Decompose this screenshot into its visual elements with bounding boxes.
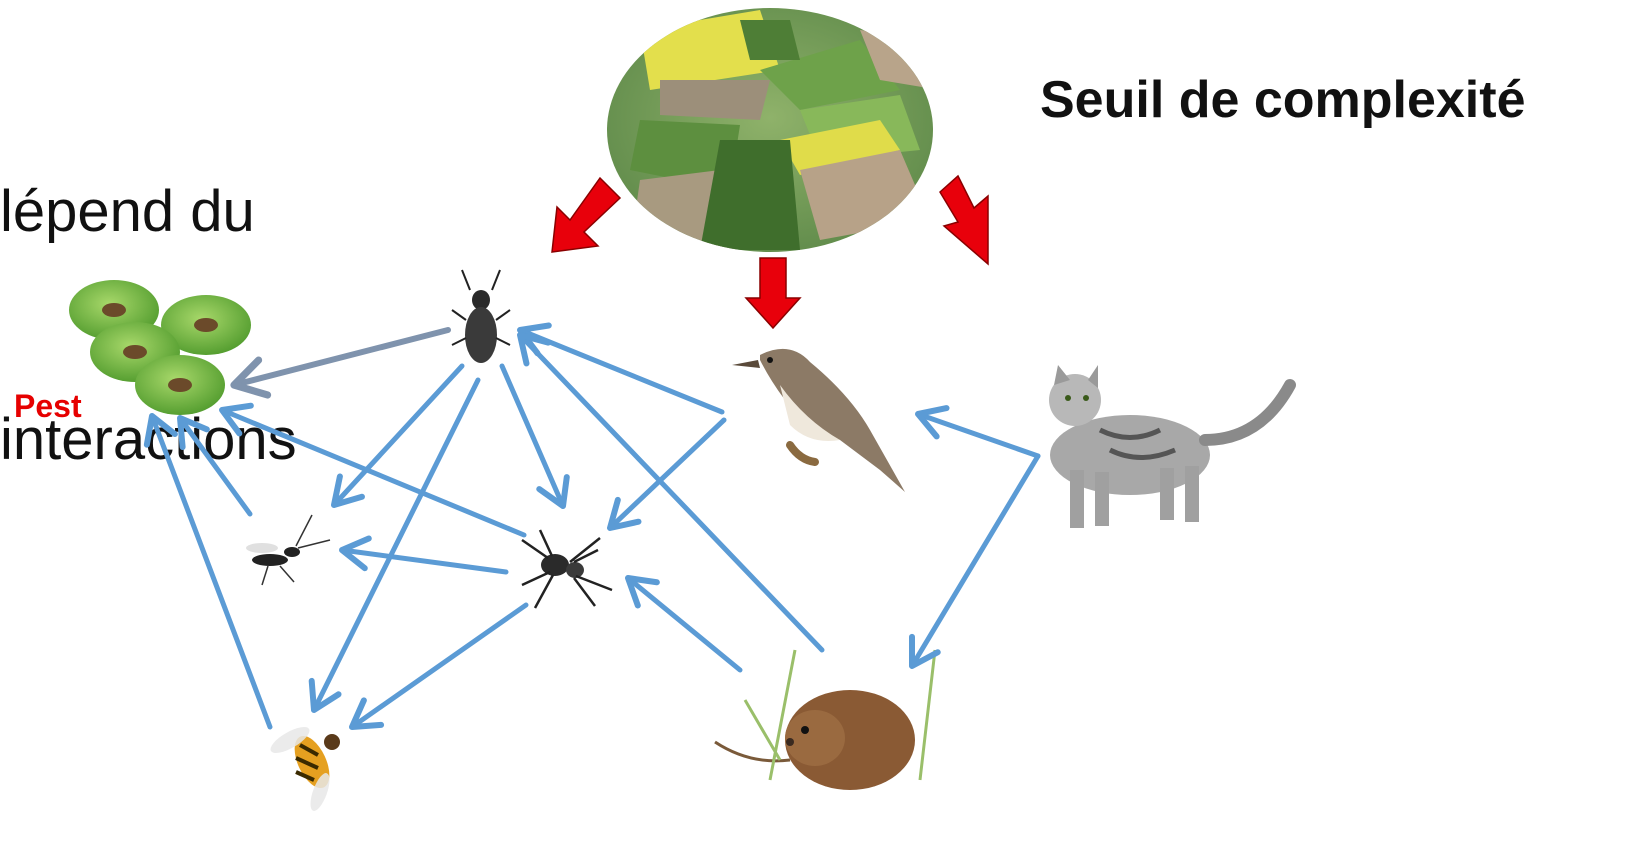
slide-title: Seuil de complexité [1040,71,1526,129]
landscape-image [607,8,933,252]
aphids-pest-image [69,280,251,415]
vole-image [714,649,937,790]
arrow-spider-to-hoverfly [349,602,529,730]
arrow-ground-beetle-to-aphids [230,327,451,399]
arrow-vole-to-ground-beetle [517,332,825,653]
arrow-cat-to-vole [909,453,1041,669]
arrow-spider-to-parasitoid-wasp [339,535,509,575]
hoverfly-image [270,727,340,811]
intro-text: lépend du interactions [0,22,297,630]
landscape-effect-arrow-left [551,176,622,253]
arrow-bird-to-spider [607,417,727,531]
bird-image [732,348,905,492]
parasitoid-wasp-image [246,514,331,586]
ground-beetle-image [451,269,511,363]
arrow-ground-beetle-to-hoverfly [308,377,481,713]
pest-label: Pest [14,388,82,424]
arrow-spider-to-aphids [219,402,527,538]
landscape-effect-arrow-right [939,174,989,266]
intro-line-1: lépend du [0,179,255,244]
landscape-effect-arrow-down [744,257,802,330]
arrow-parasitoid-wasp-to-aphids [177,415,253,517]
arrow-ground-beetle-to-parasitoid-wasp [331,363,465,508]
arrow-cat-to-bird [915,405,1041,459]
arrow-ground-beetle-to-spider [499,363,570,509]
cat-image [1049,365,1296,528]
arrow-vole-to-spider [625,575,743,673]
spider-image [521,529,613,609]
arrow-hoverfly-to-aphids [143,413,273,730]
arrow-bird-to-ground-beetle [517,322,725,415]
